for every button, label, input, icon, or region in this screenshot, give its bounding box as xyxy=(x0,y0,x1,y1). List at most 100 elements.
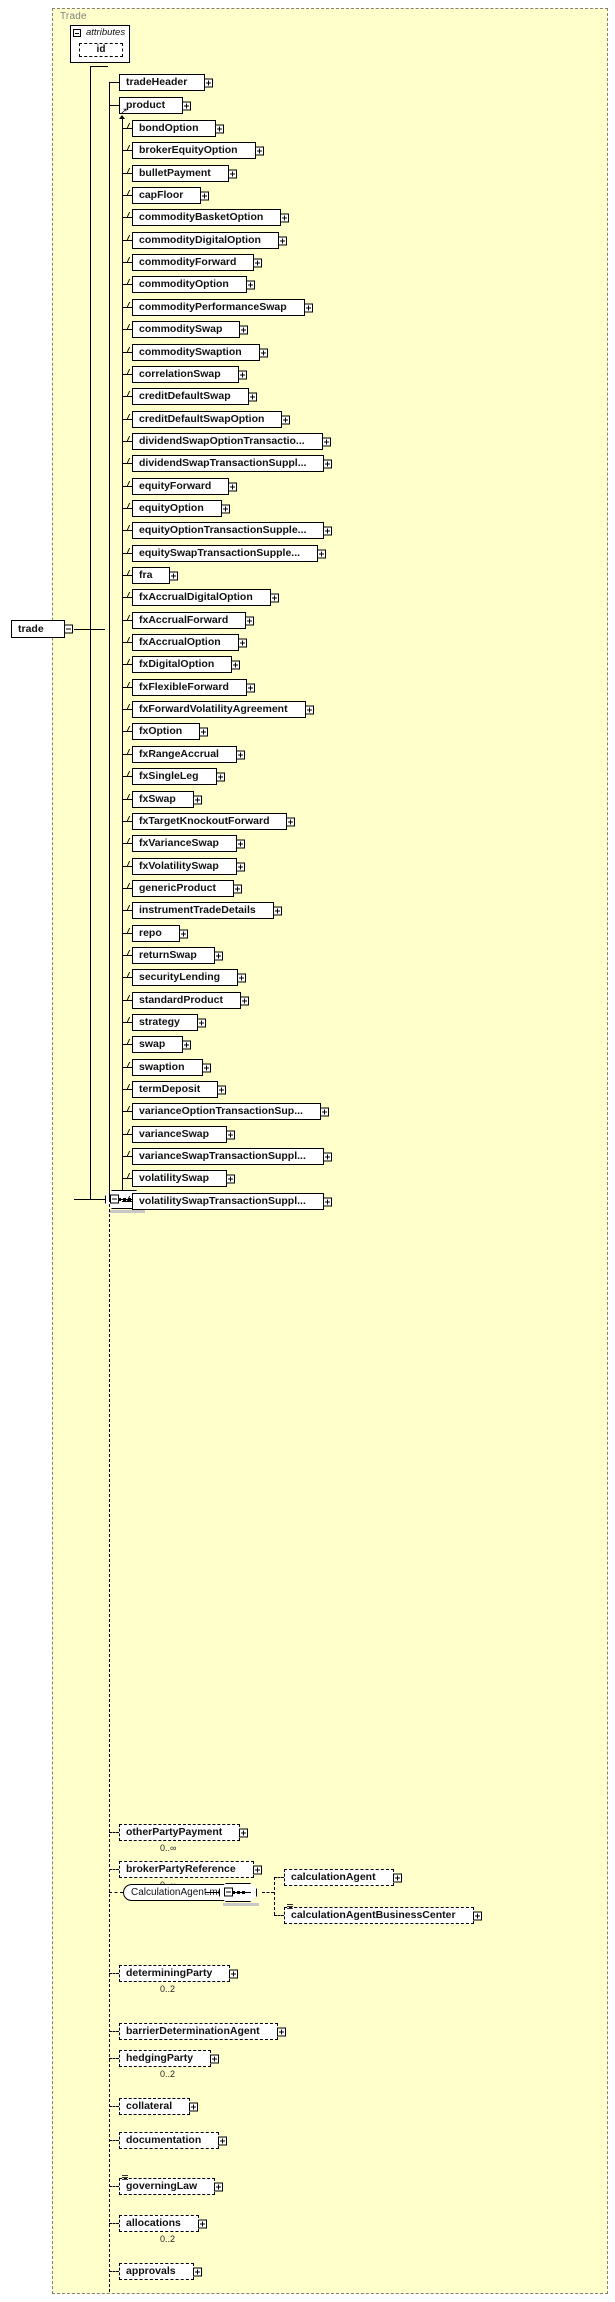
root-element-trade[interactable]: trade xyxy=(11,620,73,641)
expand-icon[interactable] xyxy=(229,1969,239,1978)
expand-icon[interactable] xyxy=(245,616,255,625)
node-bondOption[interactable]: bondOption xyxy=(132,120,225,140)
expand-icon[interactable] xyxy=(199,727,209,736)
node-approvals[interactable]: approvals xyxy=(119,2263,202,2283)
expand-icon[interactable] xyxy=(323,459,333,468)
expand-icon[interactable] xyxy=(182,1040,192,1049)
node-dividendSwapOptionTransactio[interactable]: dividendSwapOptionTransactio... xyxy=(132,433,331,453)
node-fxForwardVolatilityAgreement[interactable]: fxForwardVolatilityAgreement xyxy=(132,701,314,721)
node-dividendSwapTransactionSuppl[interactable]: dividendSwapTransactionSuppl... xyxy=(132,455,333,475)
node-fxRangeAccrual[interactable]: fxRangeAccrual xyxy=(132,746,245,766)
expand-icon[interactable] xyxy=(269,593,279,602)
expand-icon[interactable] xyxy=(239,325,249,334)
node-genericProduct[interactable]: genericProduct xyxy=(132,880,243,900)
node-volatilitySwapTransactionSuppl[interactable]: volatilitySwapTransactionSuppl... xyxy=(132,1193,332,1213)
expand-icon[interactable] xyxy=(235,839,245,848)
node-varianceOptionTransactionSup[interactable]: varianceOptionTransactionSup... xyxy=(132,1103,329,1123)
node-commodityForward[interactable]: commodityForward xyxy=(132,254,263,274)
node-collateral[interactable]: collateral xyxy=(119,2098,199,2118)
expand-icon[interactable] xyxy=(245,683,255,692)
node-standardProduct[interactable]: standardProduct xyxy=(132,992,250,1012)
node-returnSwap[interactable]: returnSwap xyxy=(132,947,223,967)
attribute-id[interactable]: id xyxy=(79,43,125,60)
node-correlationSwap[interactable]: correlationSwap xyxy=(132,366,247,386)
expand-icon[interactable] xyxy=(182,101,192,110)
node-volatilitySwap[interactable]: volatilitySwap xyxy=(132,1170,236,1190)
expand-icon[interactable] xyxy=(213,951,223,960)
expand-icon[interactable] xyxy=(178,929,188,938)
node-product[interactable]: product xyxy=(119,97,192,117)
expand-icon[interactable] xyxy=(323,526,333,535)
expand-icon[interactable] xyxy=(252,1865,262,1874)
node-equityOptionTransactionSupple[interactable]: equityOptionTransactionSupple... xyxy=(132,522,333,542)
expand-icon[interactable] xyxy=(169,571,179,580)
node-hedgingParty[interactable]: hedgingParty xyxy=(119,2050,220,2070)
node-governingLaw[interactable]: governingLaw xyxy=(119,2175,224,2198)
node-capFloor[interactable]: capFloor xyxy=(132,187,210,207)
expand-icon[interactable] xyxy=(276,2027,286,2036)
node-fra[interactable]: fra xyxy=(132,567,179,587)
node-fxAccrualForward[interactable]: fxAccrualForward xyxy=(132,612,255,632)
node-commodityDigitalOption[interactable]: commodityDigitalOption xyxy=(132,232,287,252)
node-barrierDeterminationAgent[interactable]: barrierDeterminationAgent xyxy=(119,2023,286,2043)
node-securityLending[interactable]: securityLending xyxy=(132,969,247,989)
node-otherPartyPayment[interactable]: otherPartyPayment xyxy=(119,1824,249,1844)
expand-icon[interactable] xyxy=(247,392,257,401)
node-calculationAgentBusinessCenter[interactable]: calculationAgentBusinessCenter xyxy=(284,1904,482,1927)
expand-icon[interactable] xyxy=(215,124,225,133)
expand-icon[interactable] xyxy=(253,258,263,267)
node-allocations[interactable]: allocations xyxy=(119,2215,207,2235)
node-documentation[interactable]: documentation xyxy=(119,2132,228,2152)
node-equitySwapTransactionSupple[interactable]: equitySwapTransactionSupple... xyxy=(132,545,327,565)
node-tradeHeader[interactable]: tradeHeader xyxy=(119,74,214,94)
node-fxOption[interactable]: fxOption xyxy=(132,723,209,743)
expand-icon[interactable] xyxy=(254,146,264,155)
expand-icon[interactable] xyxy=(217,1085,227,1094)
expand-icon[interactable] xyxy=(235,750,245,759)
node-instrumentTradeDetails[interactable]: instrumentTradeDetails xyxy=(132,902,282,922)
expand-icon[interactable] xyxy=(472,1911,482,1920)
expand-icon[interactable] xyxy=(233,884,243,893)
expand-icon[interactable] xyxy=(272,906,282,915)
expand-icon[interactable] xyxy=(192,795,202,804)
expand-icon[interactable] xyxy=(303,303,313,312)
node-fxDigitalOption[interactable]: fxDigitalOption xyxy=(132,656,241,676)
expand-icon[interactable] xyxy=(237,973,247,982)
node-calculationAgent[interactable]: calculationAgent xyxy=(284,1869,402,1889)
node-equityOption[interactable]: equityOption xyxy=(132,500,230,520)
node-fxVolatilitySwap[interactable]: fxVolatilitySwap xyxy=(132,858,245,878)
expand-icon[interactable] xyxy=(220,504,230,513)
expand-icon[interactable] xyxy=(304,705,314,714)
expand-icon[interactable] xyxy=(237,638,247,647)
node-fxVarianceSwap[interactable]: fxVarianceSwap xyxy=(132,835,245,855)
expand-icon[interactable] xyxy=(227,169,237,178)
calculation-agent-sequence-collapse-icon[interactable] xyxy=(224,1887,233,1897)
node-fxSingleLeg[interactable]: fxSingleLeg xyxy=(132,768,225,788)
node-termDeposit[interactable]: termDeposit xyxy=(132,1081,227,1101)
expand-icon[interactable] xyxy=(280,213,290,222)
node-varianceSwap[interactable]: varianceSwap xyxy=(132,1126,236,1146)
expand-icon[interactable] xyxy=(218,2136,228,2145)
expand-icon[interactable] xyxy=(240,996,250,1005)
expand-icon[interactable] xyxy=(245,280,255,289)
node-brokerEquityOption[interactable]: brokerEquityOption xyxy=(132,142,264,162)
expand-icon[interactable] xyxy=(201,1063,211,1072)
node-commodityPerformanceSwap[interactable]: commodityPerformanceSwap xyxy=(132,299,313,319)
node-fxAccrualDigitalOption[interactable]: fxAccrualDigitalOption xyxy=(132,589,279,609)
node-commoditySwap[interactable]: commoditySwap xyxy=(132,321,249,341)
expand-icon[interactable] xyxy=(226,1130,236,1139)
sequence-collapse-icon[interactable] xyxy=(110,1194,119,1204)
node-bulletPayment[interactable]: bulletPayment xyxy=(132,165,237,185)
expand-icon[interactable] xyxy=(228,482,238,491)
expand-icon[interactable] xyxy=(281,415,291,424)
expand-icon[interactable] xyxy=(322,1197,332,1206)
expand-icon[interactable] xyxy=(322,1152,332,1161)
node-repo[interactable]: repo xyxy=(132,925,188,945)
expand-icon[interactable] xyxy=(192,2267,202,2276)
expand-icon[interactable] xyxy=(235,862,245,871)
expand-icon[interactable] xyxy=(226,1174,236,1183)
expand-icon[interactable] xyxy=(210,2054,220,2063)
node-fxSwap[interactable]: fxSwap xyxy=(132,791,202,811)
expand-icon[interactable] xyxy=(200,191,210,200)
node-commodityBasketOption[interactable]: commodityBasketOption xyxy=(132,209,290,229)
